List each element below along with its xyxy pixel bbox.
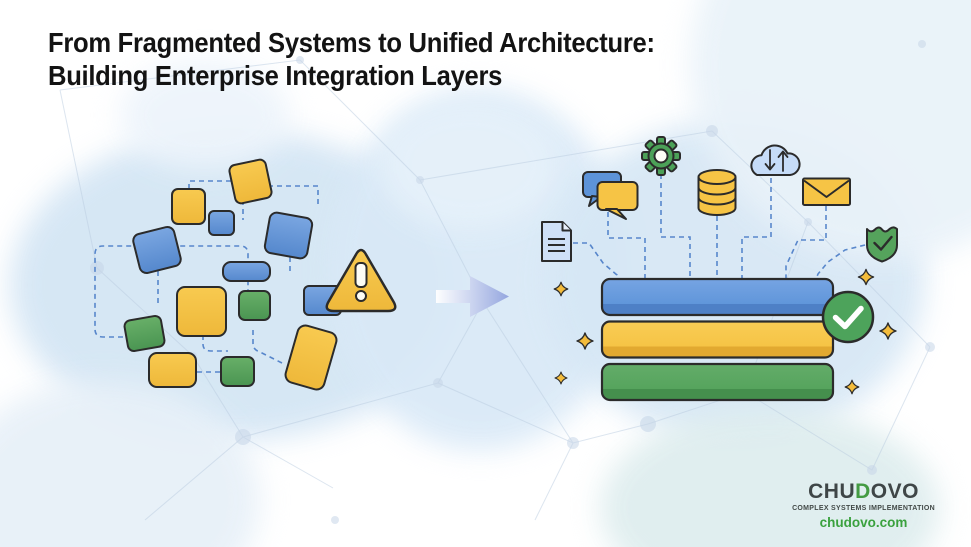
integration-layer-1 [600,277,835,317]
page-title: From Fragmented Systems to Unified Archi… [48,26,655,92]
chat-bubbles-icon [582,171,639,220]
fragment-block [148,352,197,388]
cloud-sync-icon [750,144,801,176]
integration-layer-stack [600,277,835,402]
right-arrow-icon [436,276,509,317]
fragment-block [220,356,255,387]
sparkle-decorations [553,268,897,395]
fragment-block [208,210,235,236]
title-line-1: From Fragmented Systems to Unified Archi… [48,27,655,58]
document-icon [541,221,572,262]
fragment-block [228,158,273,205]
brand-website: chudovo.com [819,514,908,530]
email-icon [802,177,851,206]
title-line-2: Building Enterprise Integration Layers [48,60,503,91]
fragmented-systems-cluster [123,158,342,391]
brand-name-part2: D [855,480,871,503]
warning-triangle-icon [325,248,397,313]
fragment-block [238,290,271,321]
brand-block: CHUDOVO COMPLEX SYSTEMS IMPLEMENTATION c… [792,481,935,529]
background-blob [120,60,290,170]
brand-logo: CHUDOVO [792,481,935,502]
background-blob [380,100,560,230]
database-icon [697,169,737,216]
stack-connectors [573,174,866,280]
integration-layer-3 [600,362,835,402]
gear-icon [641,136,681,176]
fragment-block [123,314,166,353]
brand-name-part3: OVO [870,480,919,503]
fragment-block [222,261,271,282]
brand-name-part1: CHU [808,480,856,503]
shield-check-icon [866,226,898,263]
fragment-block [132,225,182,275]
fragment-block [176,286,227,337]
integration-layer-2 [600,320,835,359]
fragment-block [284,324,338,391]
brand-tagline: COMPLEX SYSTEMS IMPLEMENTATION [792,504,935,512]
fragment-block [171,188,206,225]
check-circle-icon [821,290,875,344]
fragment-block [263,211,314,260]
